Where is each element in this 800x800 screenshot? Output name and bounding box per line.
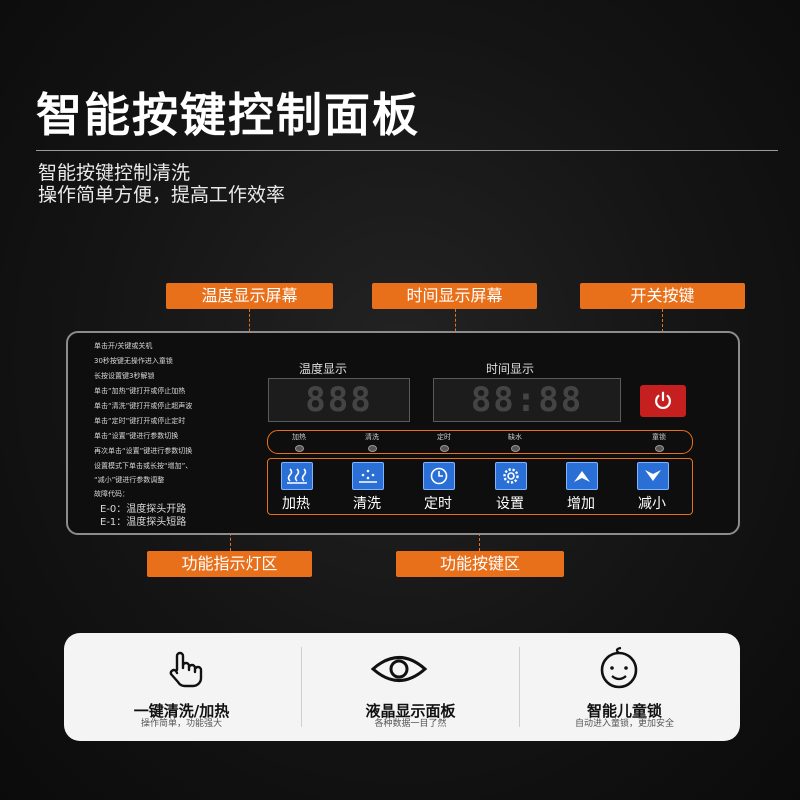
instruction-line: 单击开/关键或关机 <box>94 342 153 350</box>
baby-face-icon <box>600 646 638 689</box>
temp-display-label: 温度显示 <box>299 362 348 376</box>
feature-title-child-lock: 智能儿童锁 <box>586 702 662 720</box>
settings-button-label: 设置 <box>496 496 524 512</box>
timer-button[interactable] <box>423 462 455 490</box>
timer-button-label: 定时 <box>424 496 452 512</box>
time-display-label: 时间显示 <box>486 362 535 376</box>
leader-line <box>249 309 250 351</box>
decrease-button-label: 减小 <box>638 496 666 512</box>
increase-button[interactable] <box>566 462 598 490</box>
callout-time-display: 时间显示屏幕 <box>372 283 537 309</box>
instruction-line: 30秒按键无操作进入童锁 <box>94 357 173 365</box>
arrow-down-icon <box>645 470 661 481</box>
hand-tap-icon <box>169 651 203 688</box>
indicator-led-heat <box>295 445 304 452</box>
clean-button[interactable] <box>352 462 384 490</box>
power-button[interactable] <box>640 385 686 417</box>
decrease-button[interactable] <box>637 462 669 490</box>
error-code-line: E-1：温度探头短路 <box>100 517 187 528</box>
page-title: 智能按键控制面板 <box>36 88 420 142</box>
feature-subtitle-one-key: 操作简单，功能强大 <box>140 719 222 729</box>
feature-strip <box>64 633 740 741</box>
instruction-line: 单击“设置”键进行参数切换 <box>94 432 179 440</box>
indicator-label-low-water: 缺水 <box>508 433 522 441</box>
indicator-area <box>267 430 693 454</box>
temp-display-screen: 888 <box>268 378 410 422</box>
clean-button-label: 清洗 <box>353 496 381 512</box>
instruction-line: 单击“定时”键打开或停止定时 <box>94 417 186 425</box>
feature-title-lcd: 液晶显示面板 <box>365 702 456 720</box>
indicator-led-timer <box>440 445 449 452</box>
indicator-led-clean <box>368 445 377 452</box>
title-divider <box>36 150 778 151</box>
callout-indicator-area: 功能指示灯区 <box>147 551 312 577</box>
feature-title-one-key: 一键清洗/加热 <box>133 702 230 720</box>
arrow-up-icon <box>574 471 590 482</box>
power-icon <box>655 391 671 410</box>
instruction-line: 单击“清洗”键打开或停止超声波 <box>94 402 193 410</box>
callout-temp-display: 温度显示屏幕 <box>166 283 333 309</box>
heat-button[interactable] <box>281 462 313 490</box>
clock-icon <box>430 467 448 485</box>
instruction-line: 设置模式下单击或长按“增加”、 <box>94 462 193 470</box>
time-display-screen: 88:88 <box>433 378 621 422</box>
indicator-label-child-lock: 童锁 <box>652 433 666 441</box>
settings-button[interactable] <box>495 462 527 490</box>
subtitle-line-2: 操作简单方便，提高工作效率 <box>38 184 286 206</box>
error-code-line: E-0：温度探头开路 <box>100 504 187 515</box>
leader-line <box>455 309 456 351</box>
ultrasonic-clean-icon <box>359 469 377 483</box>
heat-waves-icon <box>287 468 307 484</box>
heat-button-label: 加热 <box>282 496 310 512</box>
callout-key-area: 功能按键区 <box>396 551 564 577</box>
feature-divider <box>301 647 302 727</box>
instruction-line: 故障代码： <box>94 490 129 498</box>
indicator-led-child-lock <box>655 445 664 452</box>
feature-divider <box>519 647 520 727</box>
function-key-area <box>267 458 693 515</box>
indicator-label-heat: 加热 <box>292 433 306 441</box>
instruction-line: 单击“加热”键打开或停止加热 <box>94 387 186 395</box>
instruction-line: 长按设置键3秒解锁 <box>94 372 155 380</box>
indicator-led-low-water <box>511 445 520 452</box>
gear-icon <box>503 468 519 484</box>
instruction-line: 再次单击“设置”键进行参数切换 <box>94 447 193 455</box>
callout-power-key: 开关按键 <box>580 283 745 309</box>
feature-subtitle-lcd: 各种数据一目了然 <box>374 719 447 729</box>
eye-icon <box>370 656 428 682</box>
instruction-line: “减小”键进行参数调整 <box>94 476 165 484</box>
indicator-label-timer: 定时 <box>437 433 451 441</box>
indicator-label-clean: 清洗 <box>365 433 379 441</box>
subtitle-line-1: 智能按键控制清洗 <box>38 162 191 184</box>
increase-button-label: 增加 <box>567 496 595 512</box>
feature-subtitle-child-lock: 自动进入童锁，更加安全 <box>574 719 674 729</box>
control-panel <box>66 331 740 535</box>
